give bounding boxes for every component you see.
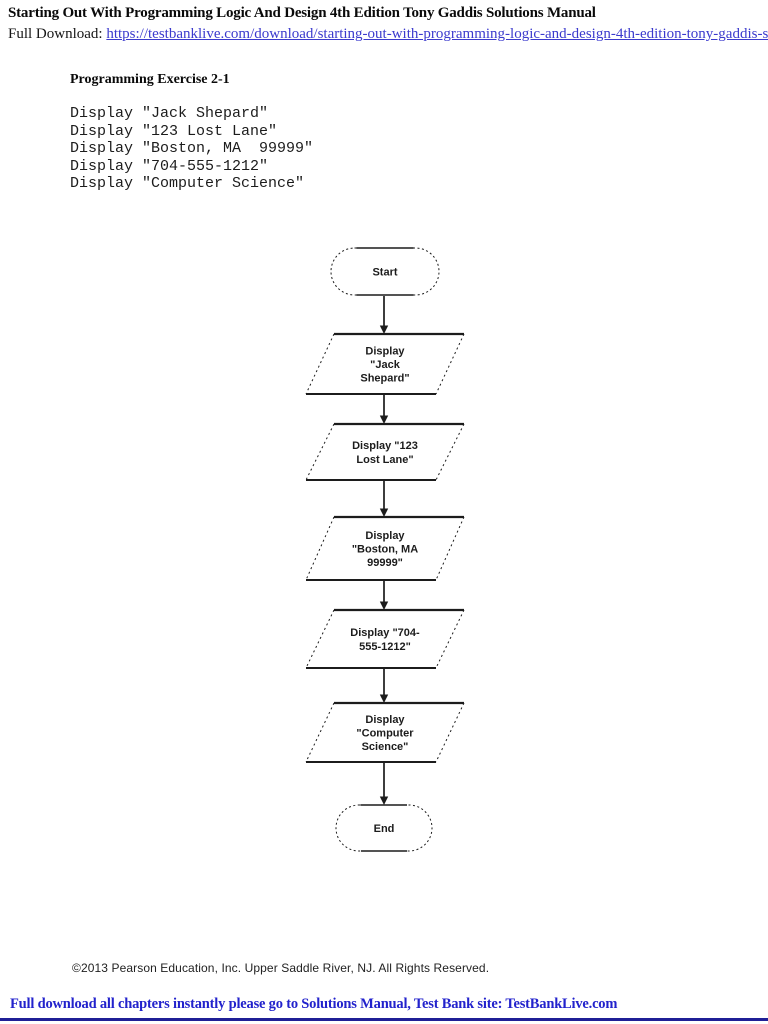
download-line: Full Download: https://testbanklive.com/… bbox=[8, 26, 768, 43]
flowchart-node-display-704-555-1212: Display "704-555-1212" bbox=[305, 608, 465, 669]
download-label: Full Download: bbox=[8, 26, 107, 42]
flow-arrow bbox=[379, 763, 389, 805]
exercise-heading: Programming Exercise 2-1 bbox=[70, 72, 230, 87]
copyright-text: ©2013 Pearson Education, Inc. Upper Sadd… bbox=[72, 961, 490, 975]
promo-link[interactable]: Full download all chapters instantly ple… bbox=[10, 996, 618, 1012]
document-title: Starting Out With Programming Logic And … bbox=[8, 5, 596, 21]
flowchart-node-label: Display "704-555-1212" bbox=[350, 627, 420, 653]
download-link[interactable]: https://testbanklive.com/download/starti… bbox=[106, 26, 768, 42]
flowchart-node-label: Start bbox=[372, 267, 397, 279]
bottom-divider-bar bbox=[0, 1018, 768, 1021]
flow-arrow bbox=[379, 581, 389, 610]
flowchart-node-label: End bbox=[374, 823, 395, 835]
pseudocode-block: Display "Jack Shepard" Display "123 Lost… bbox=[70, 105, 314, 193]
promo-line: Full download all chapters instantly ple… bbox=[10, 996, 617, 1013]
flow-arrow bbox=[379, 669, 389, 703]
flow-arrow bbox=[379, 296, 389, 334]
flowchart-node-end: End bbox=[335, 804, 433, 852]
flow-arrow bbox=[379, 395, 389, 424]
flowchart-node-start: Start bbox=[330, 247, 440, 296]
flow-arrow bbox=[379, 481, 389, 517]
